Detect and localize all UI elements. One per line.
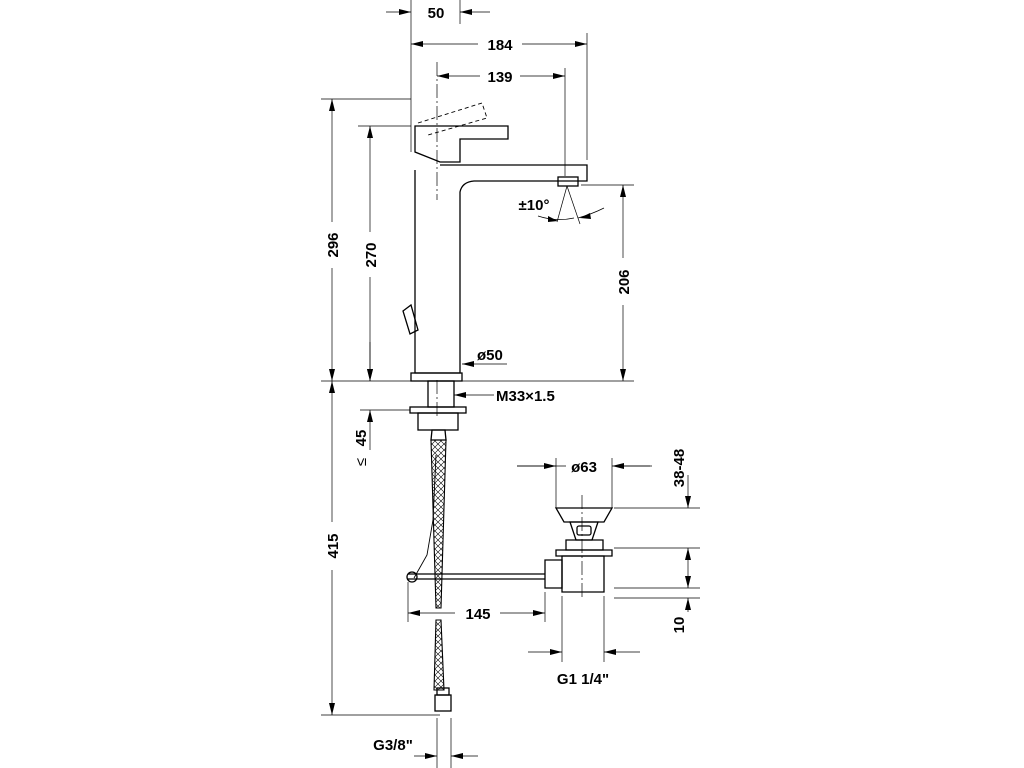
- extension-lines: [321, 0, 700, 768]
- dim-waste-thread: G1 1/4": [557, 671, 609, 688]
- lever-raised-outline: [417, 102, 488, 136]
- hose-fitting: [430, 429, 447, 441]
- center-lines: [436, 62, 583, 600]
- dim-swivel-angle: ±10°: [519, 197, 550, 214]
- dim-overall-height: 296: [325, 232, 342, 257]
- dim-hose-thread: G3/8": [373, 737, 413, 754]
- linkage-clamp: [406, 571, 418, 583]
- waste-plug-slot: [576, 525, 592, 536]
- dim-max-deck-symbol: ≤: [353, 458, 370, 466]
- faucet-lever: [414, 125, 509, 163]
- dimension-lines: [329, 9, 691, 759]
- pop-up-knob: [402, 303, 419, 335]
- faucet-spout: [414, 164, 588, 374]
- dim-total-width: 184: [487, 37, 513, 54]
- hose-ferrule: [436, 687, 450, 696]
- hose-upper: [430, 439, 447, 609]
- dim-waste-range: 38-48: [671, 449, 688, 487]
- dim-outlet-height: 206: [616, 269, 633, 294]
- waste-neck: [565, 539, 604, 551]
- dim-waste-offset: 10: [671, 617, 688, 634]
- dim-rod-length: 145: [465, 606, 490, 623]
- fixing-washer: [409, 406, 467, 414]
- dim-max-deck: 45: [353, 430, 370, 447]
- waste-plug: [569, 521, 599, 541]
- waste-nut: [555, 549, 613, 557]
- dim-spout-reach: 139: [487, 69, 512, 86]
- hose-lower: [433, 619, 445, 691]
- pop-up-rod: [413, 454, 437, 579]
- threaded-shank: [427, 380, 455, 408]
- faucet-body: [402, 102, 588, 441]
- dimension-labels: 50 184 139 296 270 ±10° 206 ø50 M33×1.5 …: [325, 5, 688, 754]
- dim-waste-diameter: ø63: [571, 459, 597, 476]
- waste-body: [561, 555, 605, 593]
- hose-nut: [434, 694, 452, 712]
- waste-side-boss: [544, 559, 563, 589]
- linkage-rod: [408, 573, 545, 580]
- waste-flange: [554, 507, 614, 523]
- dim-thread: M33×1.5: [496, 388, 555, 405]
- dim-top-offset: 50: [428, 5, 445, 22]
- supply-hoses: [413, 439, 452, 712]
- dim-hose-length: 415: [325, 533, 342, 558]
- aerator: [557, 176, 579, 187]
- base-ring: [410, 372, 463, 382]
- dim-spout-height: 270: [363, 242, 380, 267]
- dim-body-diameter: ø50: [477, 347, 503, 364]
- fixing-nut: [417, 412, 459, 431]
- pop-up-waste: [406, 507, 614, 593]
